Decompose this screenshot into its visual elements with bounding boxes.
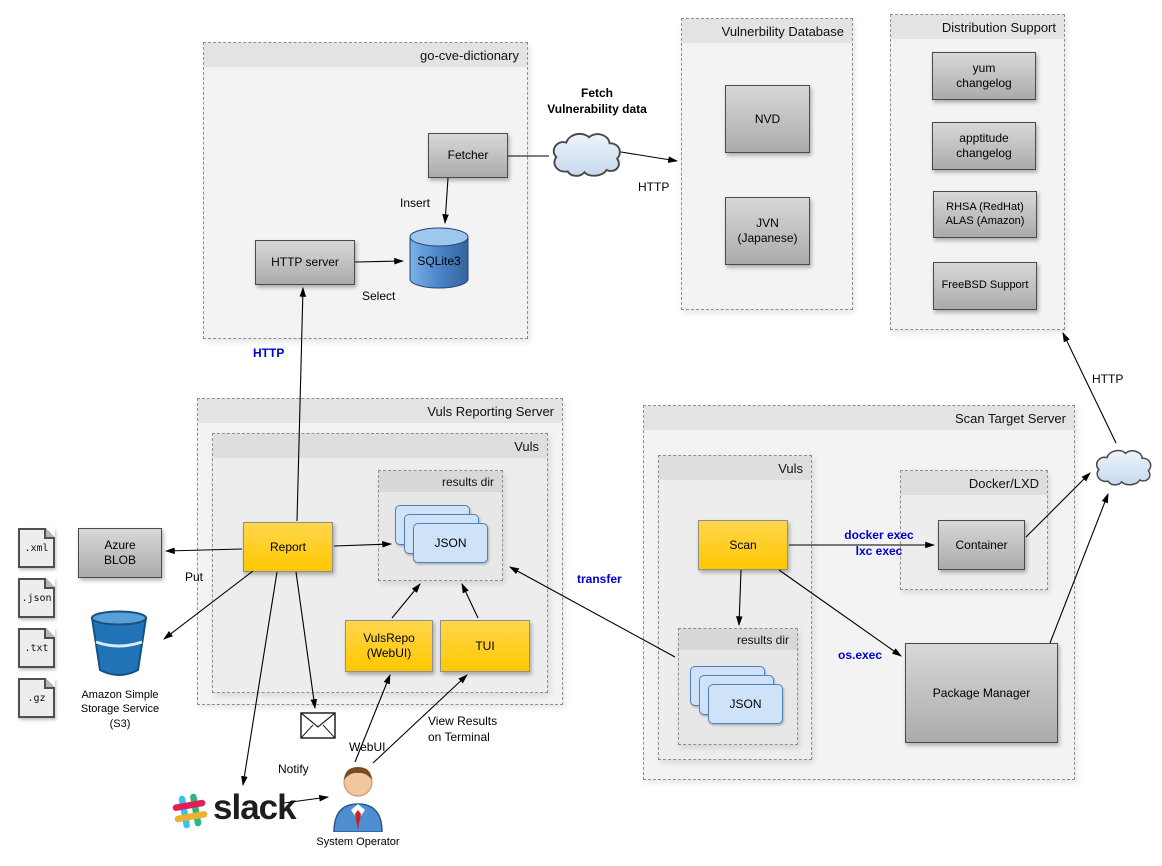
- scan-node: Scan: [698, 520, 788, 570]
- s3-bucket-icon: [86, 610, 152, 683]
- group-title-docker-lxd: Docker/LXD: [901, 471, 1047, 495]
- gz-file-icon: .gz: [18, 678, 55, 718]
- internet-cloud-icon: [552, 132, 621, 177]
- xml-file-icon: .xml: [18, 528, 55, 568]
- connector: [620, 151, 679, 163]
- http-server-node: HTTP server: [255, 240, 355, 285]
- label-s3-caption: Amazon Simple Storage Service (S3): [80, 689, 160, 730]
- group-title-reporting-vuls: Vuls: [213, 434, 547, 458]
- group-title-go-cve-dictionary: go-cve-dictionary: [204, 43, 527, 67]
- txt-file-icon: .txt: [18, 628, 55, 668]
- xml-file-label: .xml: [24, 542, 49, 554]
- internet-cloud-icon: [1095, 449, 1152, 486]
- json-card-front: JSON: [708, 684, 783, 724]
- freebsd-support-node: FreeBSD Support: [933, 262, 1037, 310]
- slack-wordmark: slack: [213, 788, 297, 827]
- group-title-scan-results-dir: results dir: [679, 629, 797, 650]
- file-fold-corner: [44, 628, 55, 639]
- label-webui: WebUI: [349, 740, 386, 754]
- system-operator-icon: [330, 760, 386, 837]
- group-title-scan-vuls: Vuls: [659, 456, 811, 480]
- slack-hash-icon: [170, 791, 210, 836]
- reporting-json-stack: JSON: [395, 505, 488, 565]
- label-fetch-vulnerability-data: Fetch Vulnerability data: [547, 86, 647, 116]
- label-system-operator: System Operator: [316, 836, 400, 848]
- json-card-front: JSON: [413, 523, 488, 563]
- json-file-icon: .json: [18, 578, 55, 618]
- vulsrepo-node: VulsRepo (WebUI): [345, 620, 433, 672]
- txt-file-label: .txt: [24, 642, 49, 654]
- label-transfer: transfer: [577, 572, 622, 586]
- label-http-fetch: HTTP: [638, 180, 670, 194]
- label-docker-exec: docker exec lxc exec: [844, 528, 914, 558]
- scan-json-stack: JSON: [690, 666, 783, 726]
- label-os-exec: os.exec: [838, 648, 883, 662]
- sqlite3-database: SQLite3: [408, 226, 470, 290]
- label-notify: Notify: [278, 762, 309, 776]
- report-node: Report: [243, 522, 333, 572]
- group-vulnerability-database: Vulnerbility Database: [681, 18, 853, 310]
- group-title-distribution-support: Distribution Support: [891, 15, 1064, 39]
- json-file-label: .json: [21, 592, 52, 604]
- file-fold-corner: [44, 528, 55, 539]
- cylinder-icon: [409, 227, 469, 289]
- nvd-node: NVD: [725, 85, 810, 153]
- group-title-scan-target-server: Scan Target Server: [644, 406, 1074, 430]
- fetcher-node: Fetcher: [428, 133, 508, 178]
- package-manager-node: Package Manager: [905, 643, 1058, 743]
- label-http-report: HTTP: [253, 346, 285, 360]
- group-title-vuls-reporting-server: Vuls Reporting Server: [198, 399, 562, 423]
- apptitude-changelog-node: apptitude changelog: [932, 122, 1036, 170]
- group-title-vulnerability-database: Vulnerbility Database: [682, 19, 852, 43]
- sqlite3-label: SQLite3: [417, 254, 461, 268]
- file-fold-corner: [44, 578, 55, 589]
- rhsa-alas-node: RHSA (RedHat) ALAS (Amazon): [933, 191, 1037, 238]
- azure-blob-node: Azure BLOB: [78, 528, 162, 578]
- container-node: Container: [938, 520, 1025, 570]
- label-put: Put: [185, 570, 204, 584]
- label-select: Select: [362, 289, 396, 303]
- group-go-cve-dictionary: go-cve-dictionary: [203, 42, 528, 339]
- email-envelope-icon: [300, 712, 336, 744]
- gz-file-label: .gz: [27, 692, 46, 704]
- tui-node: TUI: [440, 620, 530, 672]
- file-fold-corner: [44, 678, 55, 689]
- label-view-results: View Results on Terminal: [428, 714, 498, 744]
- group-title-reporting-results-dir: results dir: [379, 471, 502, 492]
- jvn-node: JVN (Japanese): [725, 197, 810, 265]
- label-insert: Insert: [400, 196, 431, 210]
- yum-changelog-node: yum changelog: [932, 52, 1036, 100]
- label-http-dist: HTTP: [1092, 372, 1124, 386]
